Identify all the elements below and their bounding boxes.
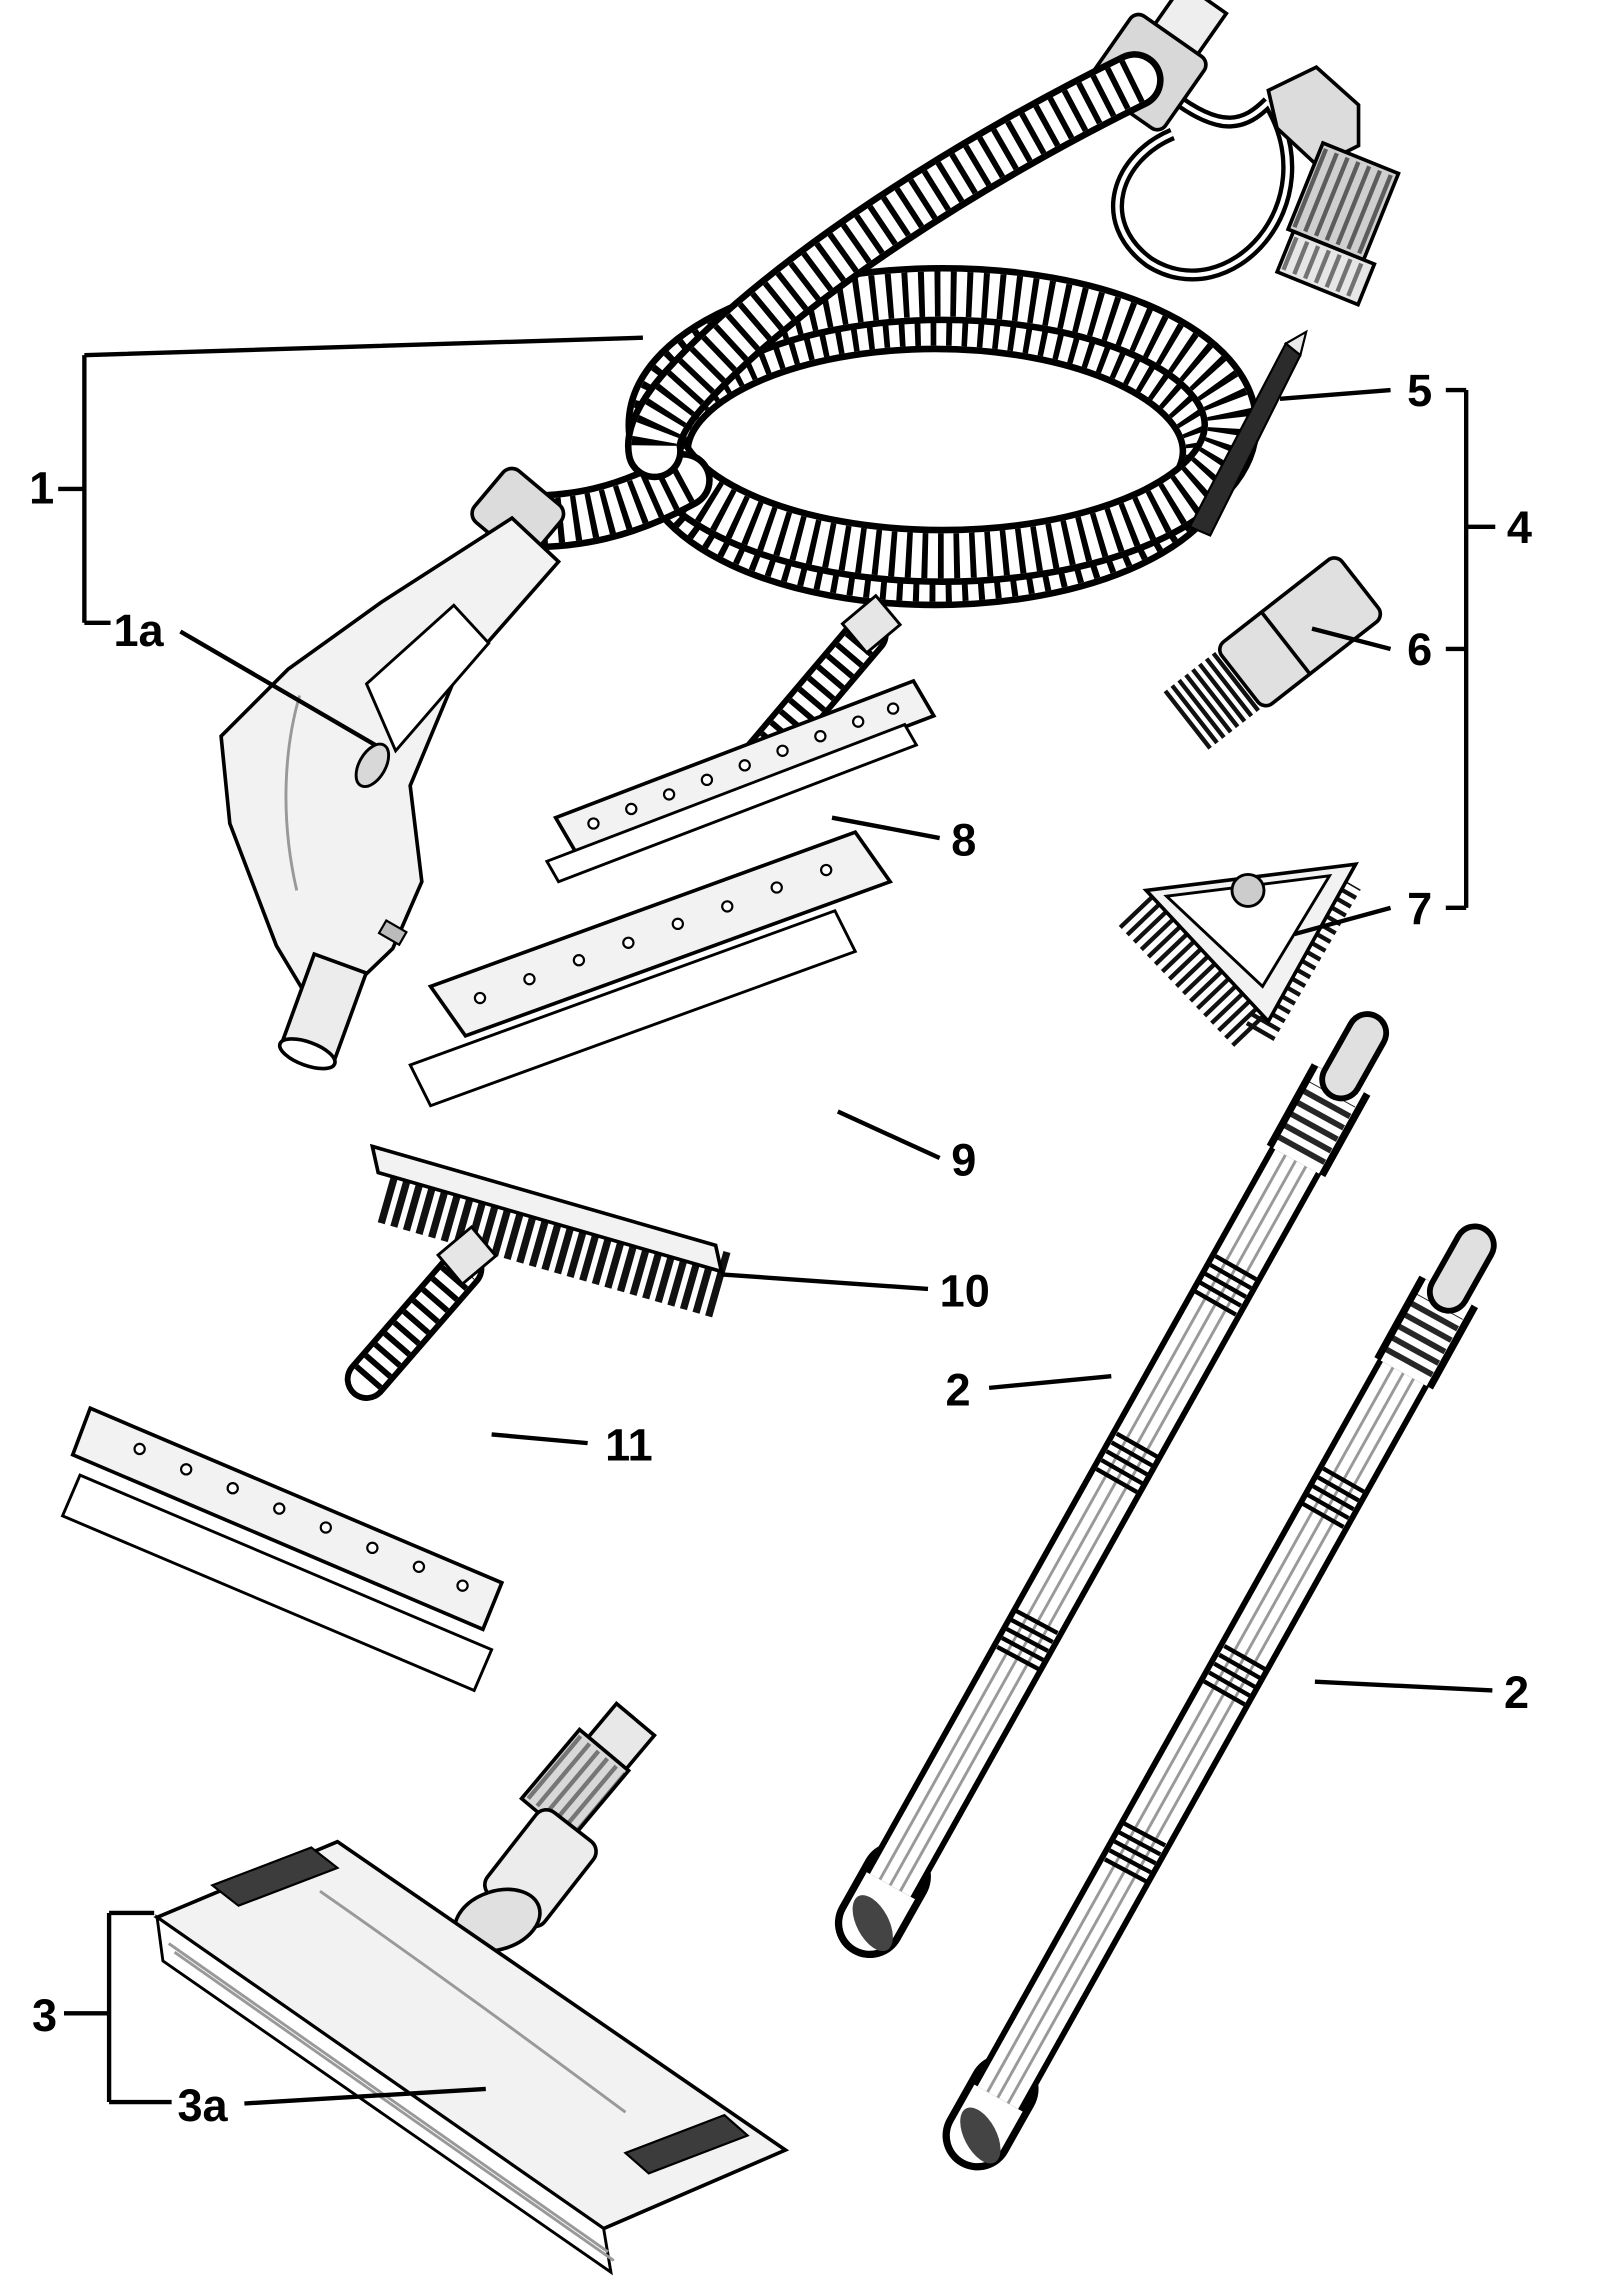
handle-latch <box>377 918 408 947</box>
callout-7: 7 <box>1407 883 1432 934</box>
cord-and-connector <box>1110 64 1401 307</box>
callout-11: 11 <box>605 1420 653 1471</box>
handle-opening <box>364 603 491 754</box>
rubber-blade <box>408 908 858 1108</box>
blade-holes <box>473 863 833 1005</box>
callout-6: 6 <box>1407 624 1432 675</box>
brush-socket-hole <box>1230 872 1266 908</box>
wide-brush-strip <box>369 1143 734 1319</box>
small-brush-nozzle <box>1163 556 1383 750</box>
squeegee-holes <box>133 1442 469 1592</box>
floor-squeegee <box>60 1224 505 1693</box>
trigger-button <box>354 742 391 788</box>
callout-5: 5 <box>1407 365 1432 416</box>
squeegee-blade-frame <box>408 830 894 1108</box>
leader-lines <box>58 335 1496 2106</box>
pad-left <box>210 1846 340 1907</box>
cord-grip-cylinder <box>1274 140 1401 307</box>
callout-1: 1 <box>29 463 54 514</box>
elbow-connector <box>1266 64 1361 169</box>
callout-10: 10 <box>940 1265 990 1316</box>
handle-grip <box>219 515 562 1071</box>
brush-spine <box>369 1143 724 1275</box>
squeegee-frame-with-neck <box>544 593 937 884</box>
rubber-blade <box>60 1473 494 1693</box>
neck-tip <box>435 1224 498 1287</box>
frame-holes <box>587 702 900 830</box>
callout-1a: 1a <box>113 605 164 656</box>
crevice-tip <box>1188 329 1308 537</box>
callout-2-lower: 2 <box>1504 1667 1529 1718</box>
callout-9: 9 <box>951 1135 976 1186</box>
triangle-brush <box>1118 861 1361 1051</box>
extension-wand <box>834 1011 1390 1959</box>
hose-assembly <box>470 0 1401 609</box>
callout-8: 8 <box>951 815 976 866</box>
callout-3a: 3a <box>177 2080 228 2131</box>
pad-right <box>623 2113 750 2175</box>
handle-nozzle <box>277 951 369 1071</box>
corrugated-hose <box>482 51 1260 609</box>
callout-3: 3 <box>32 1990 57 2041</box>
floor-nozzle <box>153 1700 790 2276</box>
callout-2-upper: 2 <box>945 1364 970 1415</box>
callout-4: 4 <box>1507 502 1532 553</box>
neck-tip <box>840 593 903 655</box>
callout-labels: 1 1a 5 4 6 7 8 9 10 11 2 2 3 3a <box>29 365 1532 2131</box>
